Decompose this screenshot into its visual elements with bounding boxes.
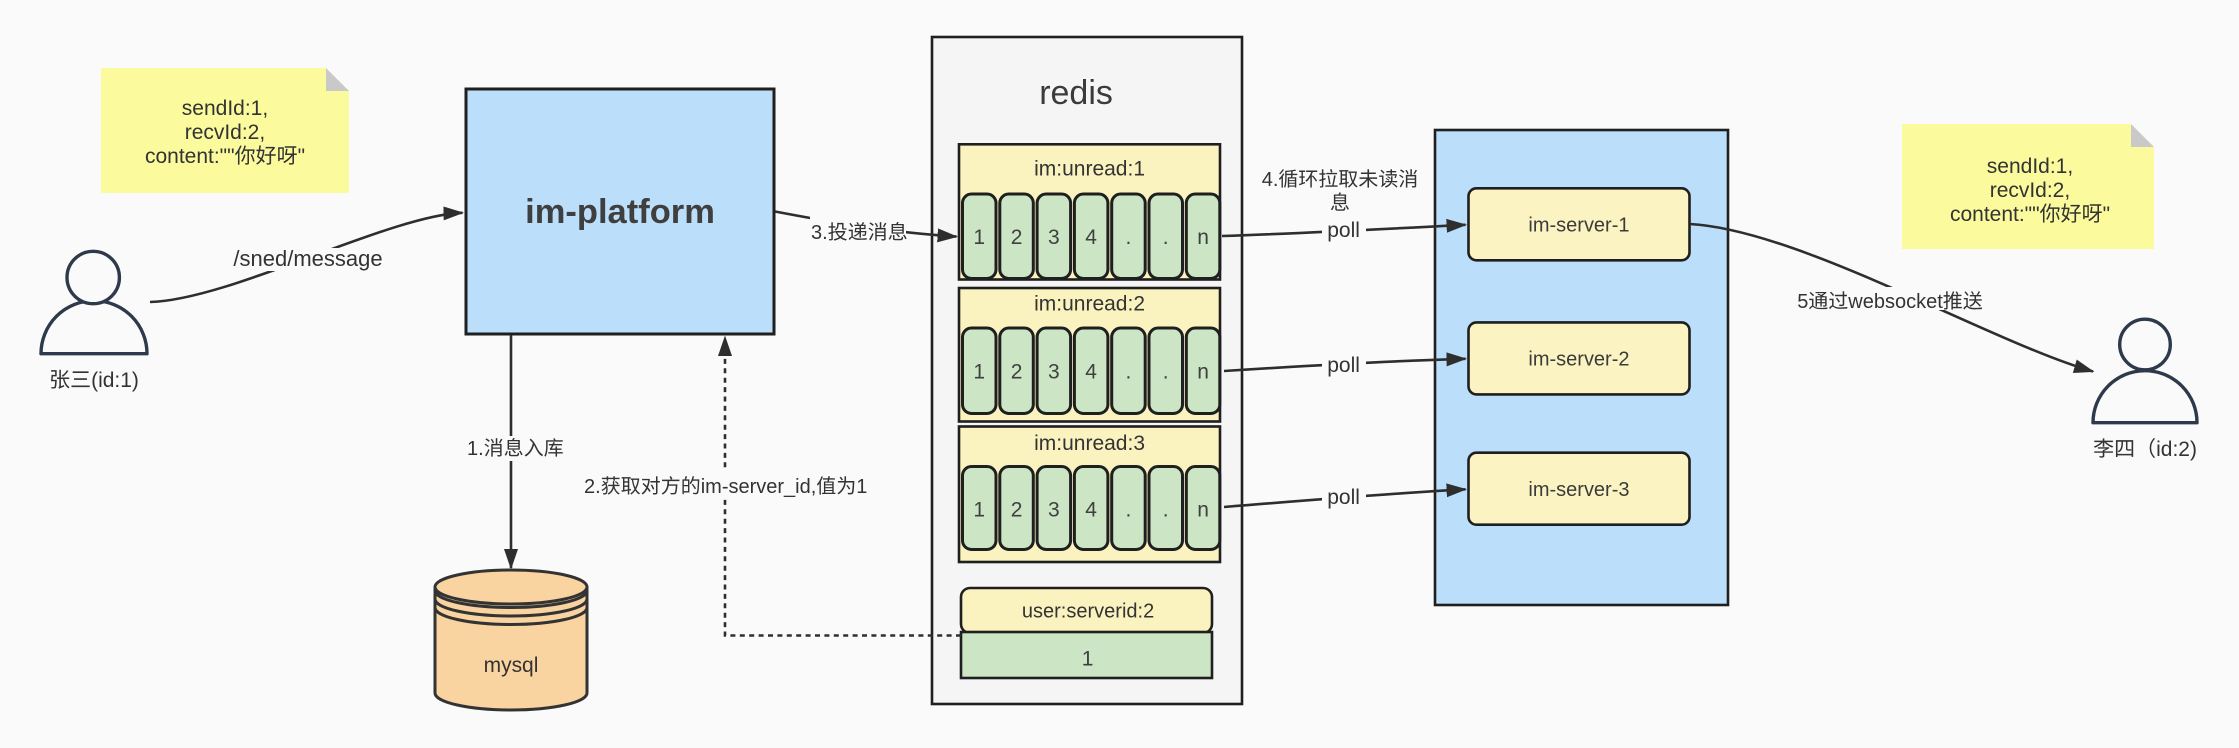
svg-text:.: . xyxy=(1126,499,1132,522)
svg-text:websocket: websocket xyxy=(1847,291,1943,313)
svg-text:im-server-2: im-server-2 xyxy=(1528,349,1629,371)
svg-text:(id:1): (id:1) xyxy=(91,369,139,392)
svg-text:n: n xyxy=(1197,361,1209,384)
svg-text:.: . xyxy=(1163,499,1169,522)
svg-text:.: . xyxy=(1126,361,1132,384)
svg-text:3: 3 xyxy=(1048,361,1060,384)
svg-text:1: 1 xyxy=(973,361,985,384)
svg-text:": " xyxy=(298,145,305,168)
svg-text:2: 2 xyxy=(1011,361,1023,384)
svg-text:id:2): id:2) xyxy=(2156,438,2197,461)
svg-text:2: 2 xyxy=(1011,499,1023,522)
svg-text:im-platform: im-platform xyxy=(525,193,715,231)
svg-text:4: 4 xyxy=(1085,361,1097,384)
svg-text:2.: 2. xyxy=(584,476,601,498)
svg-text:3: 3 xyxy=(1048,499,1060,522)
svg-text:3: 3 xyxy=(1048,226,1060,249)
svg-text:im:unread:3: im:unread:3 xyxy=(1034,432,1145,455)
svg-text:1.: 1. xyxy=(467,438,484,460)
svg-text:.: . xyxy=(1126,226,1132,249)
svg-text:mysql: mysql xyxy=(484,654,539,677)
svg-text:im-server_id,: im-server_id, xyxy=(701,476,817,498)
svg-text:1: 1 xyxy=(973,226,985,249)
svg-text:sendId:1,: sendId:1, xyxy=(182,97,268,120)
svg-text:recvId:2,: recvId:2, xyxy=(185,121,266,144)
svg-text:": " xyxy=(2103,203,2110,226)
svg-text:n: n xyxy=(1197,499,1209,522)
svg-text:.: . xyxy=(1163,361,1169,384)
svg-text:1: 1 xyxy=(1082,648,1094,671)
svg-text:4: 4 xyxy=(1085,226,1097,249)
svg-text:1: 1 xyxy=(856,476,867,498)
svg-text:poll: poll xyxy=(1327,486,1360,509)
svg-text:content:"": content:"" xyxy=(145,145,235,168)
svg-text:4: 4 xyxy=(1085,499,1097,522)
svg-text:redis: redis xyxy=(1039,74,1113,112)
svg-text:im-server-1: im-server-1 xyxy=(1528,215,1629,237)
svg-text:4.: 4. xyxy=(1262,169,1279,191)
svg-text:3.: 3. xyxy=(811,222,828,244)
svg-text:sendId:1,: sendId:1, xyxy=(1987,155,2073,178)
svg-text:user:serverid:2: user:serverid:2 xyxy=(1022,601,1154,623)
svg-text:content:"": content:"" xyxy=(1950,203,2040,226)
svg-text:im-server-3: im-server-3 xyxy=(1528,479,1629,501)
svg-text:/sned/message: /sned/message xyxy=(233,246,382,271)
svg-text:im:unread:2: im:unread:2 xyxy=(1034,293,1145,316)
svg-text:.: . xyxy=(1163,226,1169,249)
svg-text:1: 1 xyxy=(973,499,985,522)
svg-text:2: 2 xyxy=(1011,226,1023,249)
svg-text:im:unread:1: im:unread:1 xyxy=(1034,158,1145,181)
svg-text:n: n xyxy=(1197,226,1209,249)
svg-text:recvId:2,: recvId:2, xyxy=(1990,179,2071,202)
svg-text:poll: poll xyxy=(1327,219,1360,242)
svg-text:poll: poll xyxy=(1327,354,1360,377)
svg-text:5: 5 xyxy=(1797,291,1808,313)
